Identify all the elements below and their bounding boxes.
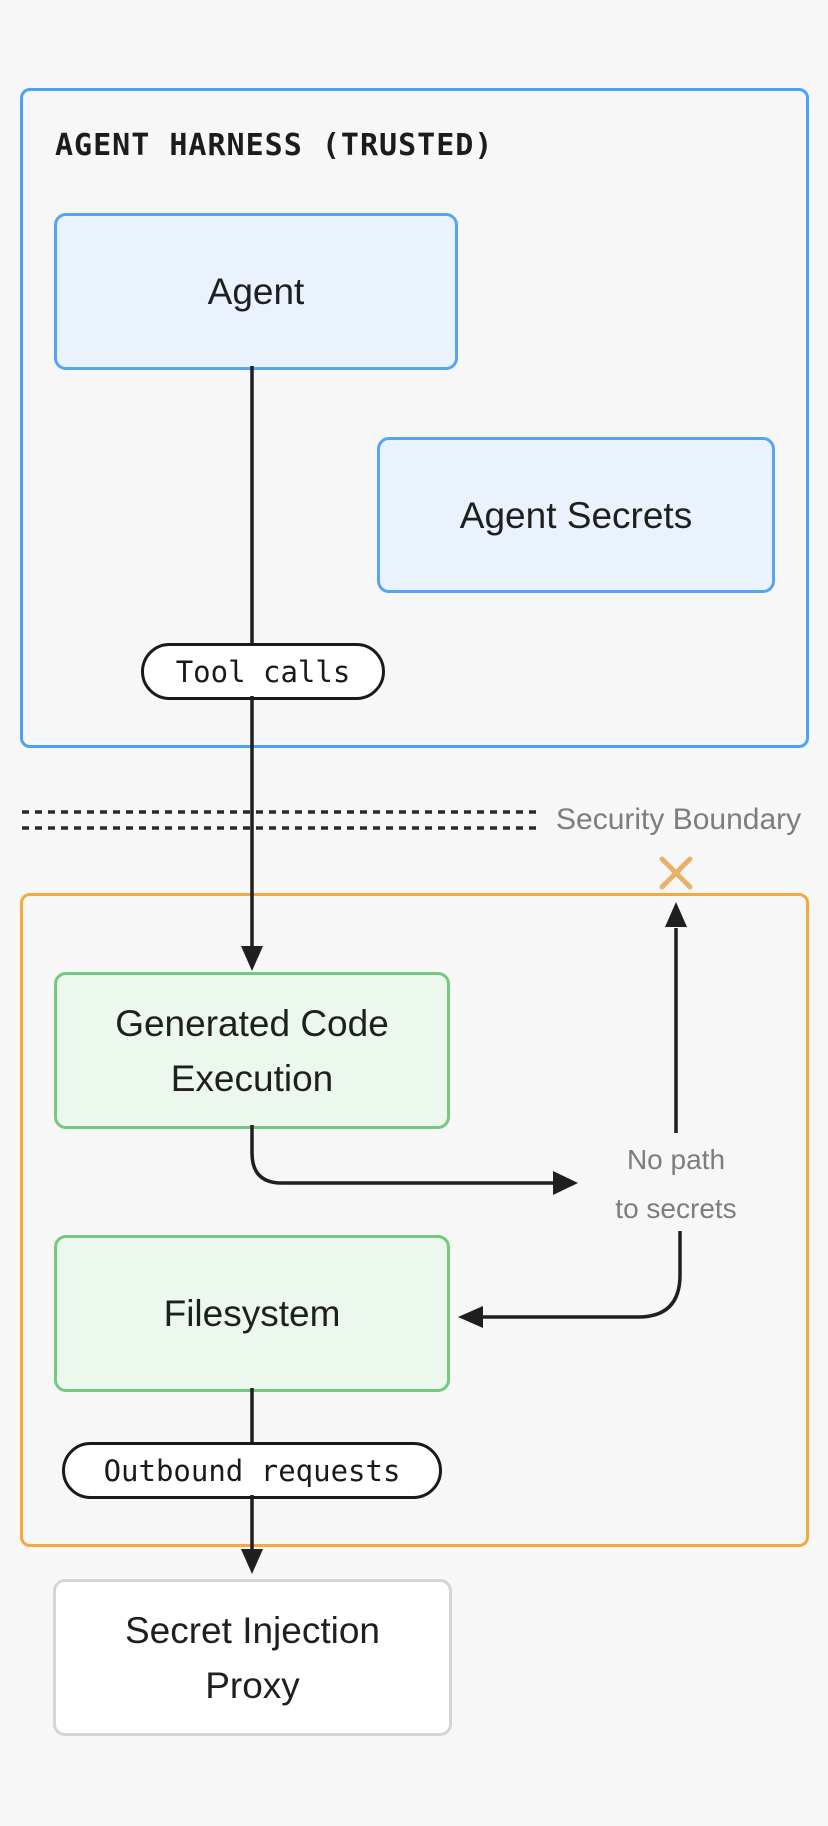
agent-node: Agent [54,213,458,370]
tool-calls-pill-label: Tool calls [175,654,351,689]
agent-node-label: Agent [207,271,305,312]
generated-code-execution-label-line1: Generated Code [115,1002,389,1044]
blocked-x-icon [659,856,693,890]
generated-code-execution-node: Generated Code Execution [54,972,450,1129]
no-path-to-secrets-label: No path to secrets [576,1135,776,1233]
arrowhead-into-proxy [241,1549,263,1574]
no-path-label-line1: No path [626,1144,726,1175]
filesystem-node-label: Filesystem [163,1293,341,1334]
no-path-label-line2: to secrets [615,1193,737,1224]
outbound-requests-pill-label: Outbound requests [103,1453,401,1488]
tool-calls-pill: Tool calls [141,643,385,700]
secret-injection-proxy-label-line1: Secret Injection [124,1609,381,1651]
agent-secrets-node: Agent Secrets [377,437,775,593]
agent-harness-zone [20,88,809,748]
agent-secrets-node-label: Agent Secrets [459,494,693,536]
generated-code-execution-label-line2: Execution [170,1057,334,1099]
filesystem-node: Filesystem [54,1235,450,1392]
security-boundary-label: Security Boundary [556,803,802,836]
secret-injection-proxy-label-line2: Proxy [205,1664,300,1706]
blocked-x-icon-stroke2 [659,856,693,890]
agent-harness-title: AGENT HARNESS (TRUSTED) [55,128,494,163]
outbound-requests-pill: Outbound requests [62,1442,442,1499]
sandbox-zone [20,893,809,1547]
secret-injection-proxy-node: Secret Injection Proxy [53,1579,452,1736]
